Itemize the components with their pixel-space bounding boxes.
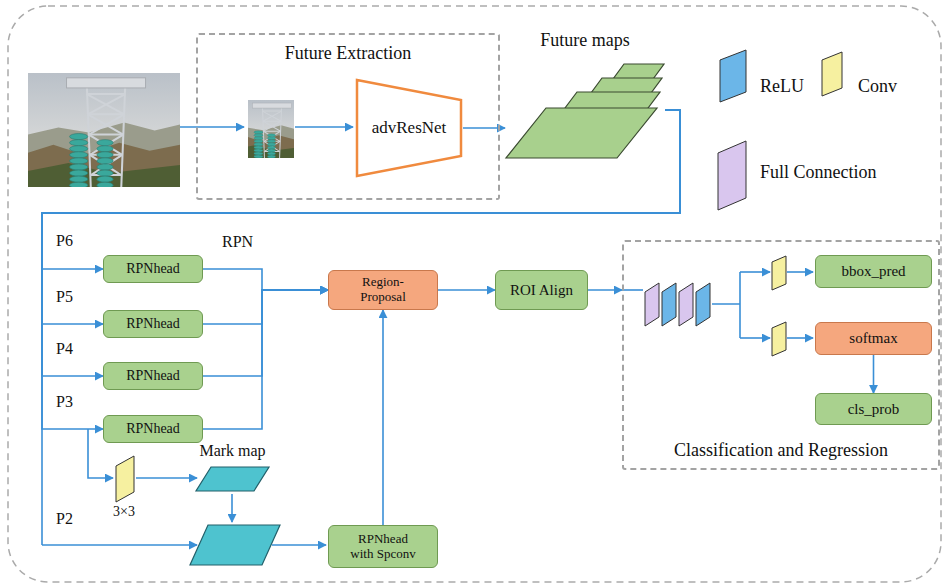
connector-arrow [203, 269, 328, 290]
connector-arrow [203, 290, 328, 376]
node-heading: Future maps [540, 30, 630, 50]
node-text: softmax [849, 330, 897, 347]
group-frame: Future Extraction advResNet [196, 33, 500, 200]
node-text: RPNhead [126, 261, 180, 277]
legend-swatch [718, 141, 746, 210]
legend-swatch [822, 52, 842, 96]
text-label: P2 [56, 510, 73, 528]
head-wire [787, 271, 813, 273]
text-label: P4 [56, 340, 73, 358]
process-box: RPNhead [103, 310, 203, 338]
node-text: advResNet [372, 118, 447, 137]
fused-map [190, 525, 280, 565]
text-label: P5 [56, 288, 73, 306]
process-box: bbox_pred [815, 255, 932, 288]
node-text: bbox_pred [841, 263, 905, 280]
input-photo-small [233, 100, 309, 158]
group-frame: Classification and Regression bbox_predso… [622, 240, 940, 470]
mark-map-shape [195, 466, 270, 492]
head-split [712, 272, 740, 338]
text-label: P6 [56, 232, 73, 250]
conv-symbol [772, 322, 786, 356]
relu-layer [696, 283, 710, 326]
conv-wire [136, 477, 197, 479]
process-box: RPNhead [103, 255, 203, 283]
backbone-trapezoid: advResNet [355, 78, 463, 178]
wires [42, 127, 813, 545]
text-label: P3 [56, 393, 73, 411]
node-text: RPNhead [126, 316, 180, 332]
process-box: RPNhead with Spconv [328, 525, 438, 568]
node-text: RPNhead [126, 368, 180, 384]
connector-arrow [203, 290, 328, 324]
conv-symbol [116, 456, 134, 502]
text-label: RPN [222, 233, 253, 251]
p2-wire [42, 544, 197, 546]
node-text: cls_prob [848, 401, 900, 418]
head-wire [787, 337, 813, 339]
process-box: cls_prob [815, 393, 932, 425]
p2-wire [272, 544, 326, 546]
input-photo [28, 72, 180, 189]
node-heading: Future Extraction [285, 43, 411, 63]
mark-wire [231, 494, 233, 522]
mark-map-shape: Mark map [195, 466, 270, 492]
process-box: RPNhead [103, 362, 203, 390]
legend-text: ReLU [760, 76, 804, 96]
connector-arrow [382, 310, 384, 525]
input-arrow [295, 126, 353, 128]
node-text: RPNhead [126, 421, 180, 437]
process-box: RPNhead [103, 415, 203, 443]
legend-text: Conv [858, 76, 897, 96]
text-label: 3×3 [113, 504, 135, 520]
process-box: ROI Align [495, 270, 588, 310]
fc-layer [679, 283, 693, 326]
connector-arrow [588, 289, 622, 291]
process-box: softmax [815, 322, 932, 355]
fc-layers [645, 283, 710, 326]
conv-symbol [772, 256, 786, 290]
outer-frame [8, 6, 941, 582]
head-wire [740, 337, 770, 339]
feature-map-stack [505, 60, 665, 160]
roi-wire [622, 289, 643, 291]
node-heading: Classification and Regression [674, 440, 888, 460]
connector-arrow [873, 355, 875, 393]
legend-text: Full Connection [760, 162, 877, 182]
process-box: Region-Proposal [328, 270, 438, 310]
node-text: RPNhead with Spconv [345, 532, 421, 561]
input-arrow [180, 126, 244, 128]
legend-swatch [720, 50, 746, 102]
fc-layer [645, 283, 659, 326]
head-wire [740, 271, 770, 273]
feature-map-stack: Future maps [505, 60, 665, 160]
node-heading: Mark map [199, 442, 265, 460]
relu-layer [662, 283, 676, 326]
node-text: ROI Align [510, 282, 573, 299]
node-text: Region-Proposal [344, 275, 422, 304]
connector-arrow [203, 290, 328, 429]
connector-arrow [438, 289, 495, 291]
